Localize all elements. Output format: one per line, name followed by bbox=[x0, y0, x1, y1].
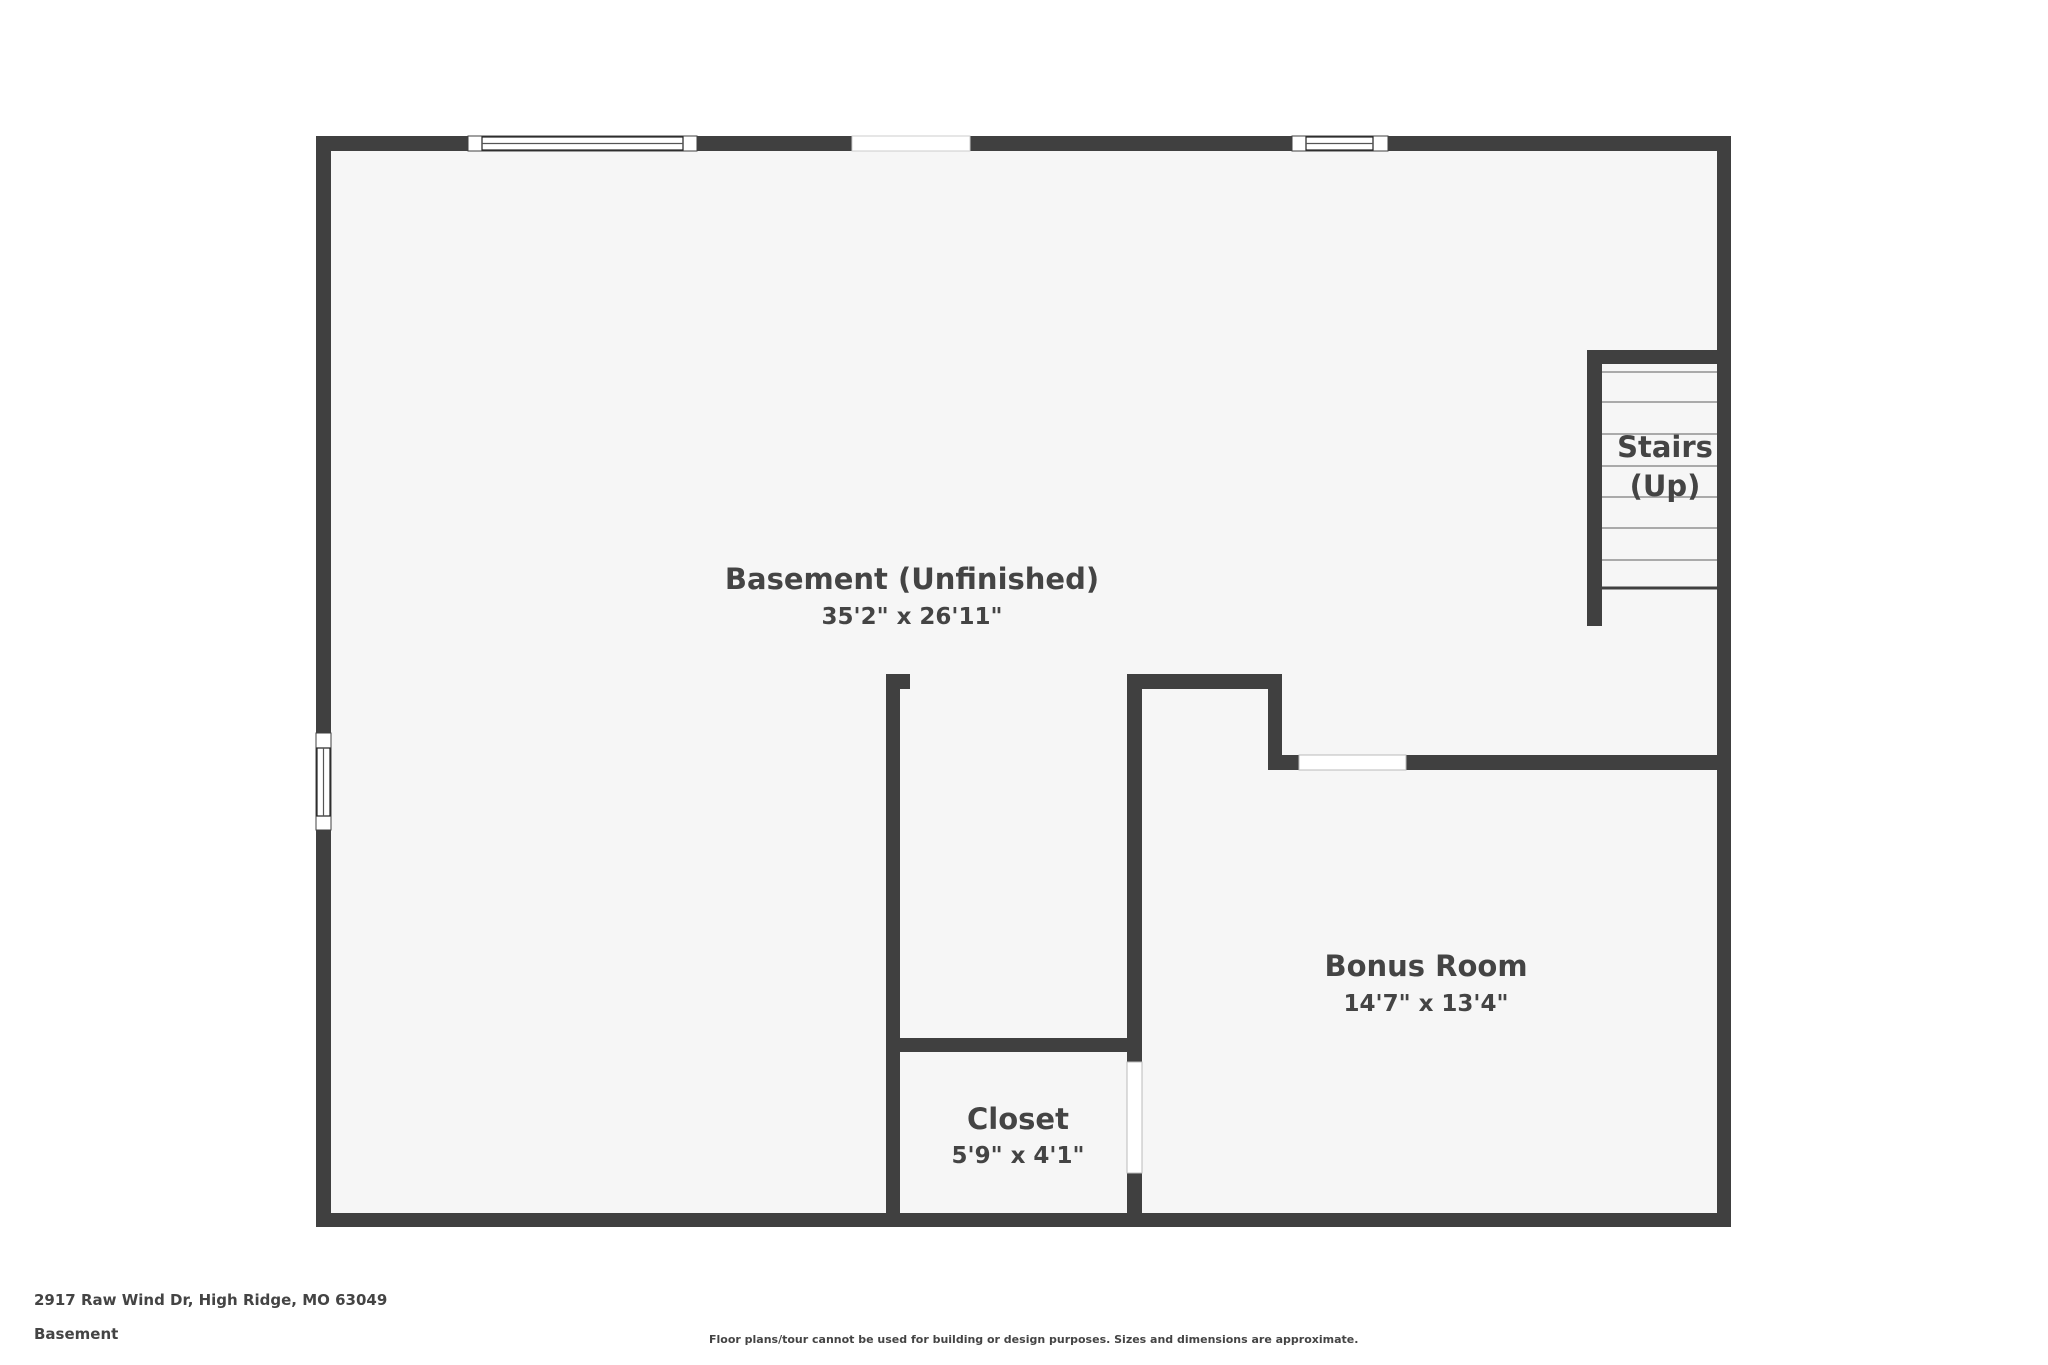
stair-wall-left bbox=[1587, 350, 1602, 626]
stairs-label-line1: Stairs bbox=[1617, 430, 1713, 464]
bonus-room-left-wall bbox=[1127, 674, 1142, 1062]
exterior-wall-right bbox=[1717, 136, 1731, 1227]
bonus-room-top-wall-left bbox=[1268, 755, 1299, 770]
exterior-wall-bottom bbox=[316, 1213, 1731, 1227]
floor-area bbox=[331, 151, 1717, 1213]
property-address: 2917 Raw Wind Dr, High Ridge, MO 63049 bbox=[34, 1291, 388, 1309]
bonus-room-top-wall-upper bbox=[1127, 674, 1282, 689]
door-opening-bonus-room bbox=[1298, 754, 1407, 771]
room-name-bonus-room: Bonus Room bbox=[1324, 949, 1528, 983]
disclaimer-text: Floor plans/tour cannot be used for buil… bbox=[709, 1333, 1359, 1346]
bonus-room-step-wall bbox=[1268, 674, 1282, 770]
window-left bbox=[315, 732, 332, 831]
window-top-right bbox=[1291, 135, 1389, 152]
stairs-label: Stairs (Up) bbox=[1617, 428, 1713, 506]
room-name-basement: Basement (Unfinished) bbox=[724, 562, 1100, 596]
openings bbox=[315, 135, 1407, 1174]
closet-top-wall bbox=[886, 1038, 1142, 1052]
door-opening-top bbox=[851, 135, 971, 152]
window-top-left bbox=[467, 135, 698, 152]
door-opening-closet bbox=[1126, 1061, 1143, 1174]
room-dimensions-closet: 5'9" x 4'1" bbox=[951, 1143, 1085, 1169]
room-name-closet: Closet bbox=[967, 1102, 1069, 1136]
closet-left-wall bbox=[886, 674, 900, 1227]
stair-treads bbox=[1602, 371, 1717, 561]
bonus-room-left-wall-lower bbox=[1127, 1173, 1142, 1227]
floor-name: Basement bbox=[34, 1325, 119, 1343]
exterior-wall-left bbox=[316, 136, 331, 1227]
room-dimensions-basement: 35'2" x 26'11" bbox=[821, 604, 1003, 630]
bonus-room-top-wall-right bbox=[1406, 755, 1731, 770]
stairs-label-line2: (Up) bbox=[1629, 469, 1701, 503]
room-dimensions-bonus-room: 14'7" x 13'4" bbox=[1343, 991, 1509, 1017]
closet-left-wall-cap bbox=[886, 674, 910, 689]
stair-wall-top bbox=[1587, 350, 1731, 364]
